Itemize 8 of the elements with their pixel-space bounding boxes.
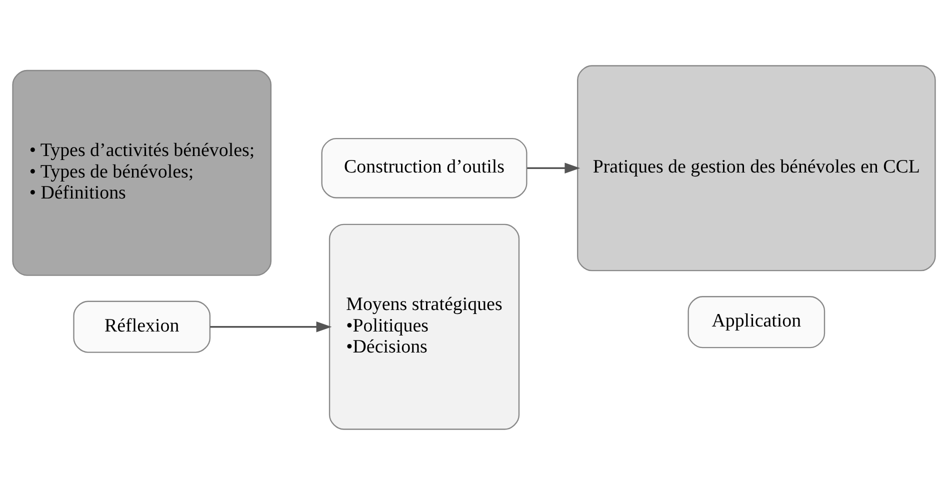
node-box: • Types d’activités bénévoles; • Types de bénévoles; • Définitions bbox=[12, 69, 272, 276]
node-box: Pratiques de gestion des bénévoles en CCL bbox=[577, 64, 936, 271]
node-box: Application bbox=[688, 296, 826, 348]
node-box: Construction d’outils bbox=[321, 137, 528, 198]
node-box: Moyens stratégiques •Politiques •Décisions bbox=[328, 223, 520, 430]
node-box: Réflexion bbox=[73, 300, 211, 352]
arrow bbox=[527, 162, 580, 174]
arrow bbox=[210, 320, 332, 332]
